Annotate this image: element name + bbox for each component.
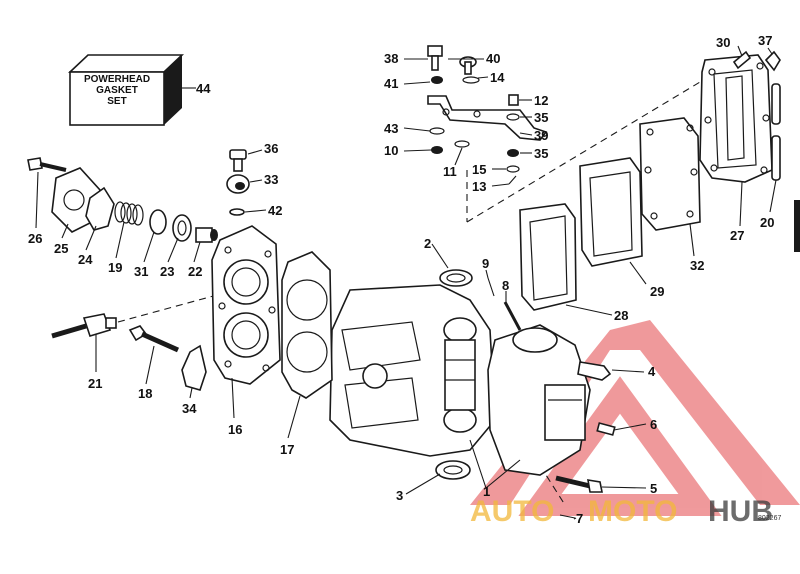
- callout-26: 26: [28, 231, 42, 246]
- callout-17: 17: [280, 442, 294, 457]
- head-gasket: [281, 251, 333, 399]
- cover-plate: [639, 117, 701, 231]
- dowel: [503, 301, 522, 331]
- callout-1: 1: [483, 484, 490, 499]
- callout-2: 2: [424, 236, 431, 251]
- guide-line: [466, 69, 721, 223]
- callout-20: 20: [760, 215, 774, 230]
- callout-40: 40: [486, 51, 500, 66]
- tubes: [771, 83, 781, 181]
- callout-7: 7: [576, 511, 583, 526]
- callout-10: 10: [384, 143, 398, 158]
- drawing-code: 802267: [758, 515, 781, 522]
- exhaust-cover: [699, 54, 773, 183]
- callout-14: 14: [490, 70, 505, 85]
- exhaust-gasket: [519, 203, 577, 311]
- cylinder-head: [211, 225, 281, 385]
- callout-13: 13: [472, 179, 486, 194]
- page-edge-tab: [794, 200, 800, 252]
- callout-29: 29: [650, 284, 664, 299]
- callout-41: 41: [384, 76, 398, 91]
- guide-line: [117, 291, 229, 323]
- callout-37: 37: [758, 33, 772, 48]
- wire-clip: [181, 344, 207, 391]
- callout-21: 21: [88, 376, 102, 391]
- callout-4: 4: [648, 364, 656, 379]
- callout-24: 24: [78, 252, 93, 267]
- thermostat: [195, 227, 218, 243]
- callout-numbers: 44 1 2 3 4 5 6 7 8 9 10 11 12 13 14 15 1…: [28, 33, 774, 526]
- callout-35-lower: 35: [534, 146, 548, 161]
- callout-44: 44: [196, 81, 211, 96]
- callout-8: 8: [502, 278, 509, 293]
- callout-31: 31: [134, 264, 148, 279]
- crankcase-half: [487, 324, 591, 476]
- callout-27: 27: [730, 228, 744, 243]
- leader-lines: [35, 45, 777, 520]
- callout-3: 3: [396, 488, 403, 503]
- thermostat-screw: [27, 157, 67, 172]
- cylinder-block: [329, 284, 496, 457]
- watermark-auto: AUTO: [470, 495, 554, 528]
- callout-39: 39: [534, 128, 548, 143]
- callout-42: 42: [268, 203, 282, 218]
- thermostat-gasket: [85, 186, 115, 231]
- callout-6: 6: [650, 417, 657, 432]
- thermostat-seal: [149, 209, 167, 235]
- bracket-assembly: [403, 45, 548, 187]
- top-seal: [439, 269, 473, 287]
- callout-18: 18: [138, 386, 152, 401]
- callout-35-upper: 35: [534, 110, 548, 125]
- gasket-set-line-1: POWERHEAD: [84, 74, 150, 85]
- gasket-set-box: POWERHEAD GASKET SET: [67, 54, 196, 126]
- head-fasteners: [226, 149, 267, 216]
- gasket-set-line-2: GASKET: [96, 85, 138, 96]
- thermostat-spring: [114, 201, 144, 226]
- callout-28: 28: [614, 308, 628, 323]
- head-bolt: [128, 325, 180, 353]
- gasket-set-line-3: SET: [107, 96, 126, 107]
- watermark-moto: MOTO: [588, 495, 677, 528]
- crankcase-bolts: [555, 361, 616, 519]
- callout-22: 22: [188, 264, 202, 279]
- callout-25: 25: [54, 241, 68, 256]
- callout-9: 9: [482, 256, 489, 271]
- callout-30: 30: [716, 35, 730, 50]
- callout-16: 16: [228, 422, 242, 437]
- callout-38: 38: [384, 51, 398, 66]
- callout-5: 5: [650, 481, 657, 496]
- temperature-switch: [51, 313, 117, 339]
- callout-15: 15: [472, 162, 486, 177]
- cover-gasket: [579, 157, 643, 267]
- watermark-text: AUTO MOTO HUB: [470, 495, 773, 528]
- callout-34: 34: [182, 401, 197, 416]
- watermark-hub: HUB: [708, 495, 773, 528]
- callout-19: 19: [108, 260, 122, 275]
- callout-33: 33: [264, 172, 278, 187]
- callout-11: 11: [443, 164, 457, 179]
- grommet: [172, 214, 192, 242]
- bottom-seal: [435, 460, 471, 480]
- callout-23: 23: [160, 264, 174, 279]
- cover-screws: [732, 50, 781, 72]
- callout-12: 12: [534, 93, 548, 108]
- pin: [487, 277, 495, 297]
- callout-43: 43: [384, 121, 398, 136]
- callout-32: 32: [690, 258, 704, 273]
- callout-36: 36: [264, 141, 278, 156]
